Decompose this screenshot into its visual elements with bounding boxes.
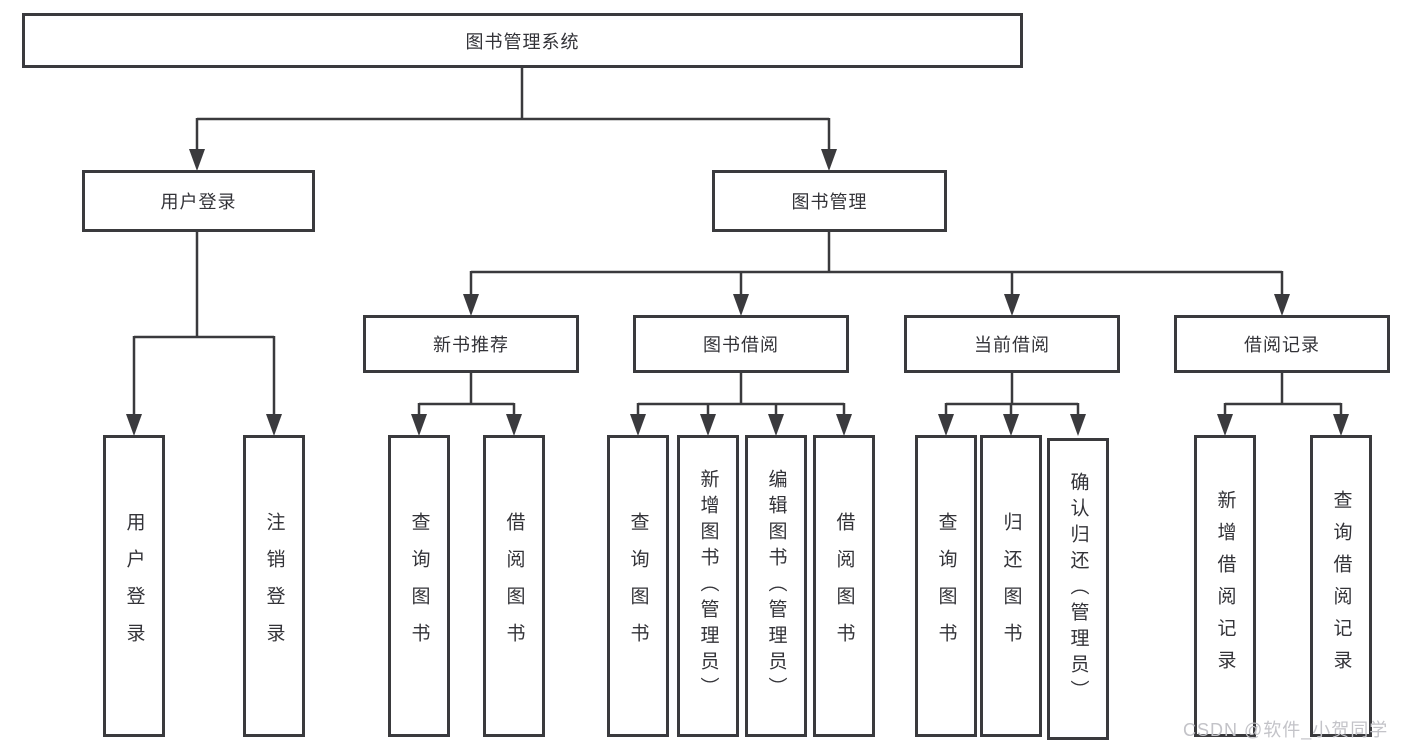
leaf-logout: 注销登录 <box>243 435 305 737</box>
node-user-login: 用户登录 <box>82 170 315 232</box>
leaf-user-login: 用户登录 <box>103 435 165 737</box>
leaf-newbook-borrow-books: 借阅图书 <box>483 435 545 737</box>
leaf-borrow-borrow-books: 借阅图书 <box>813 435 875 737</box>
leaf-current-query-books: 查询图书 <box>915 435 977 737</box>
leaf-newbook-query-books: 查询图书 <box>388 435 450 737</box>
leaf-borrow-query-books: 查询图书 <box>607 435 669 737</box>
node-current-borrow: 当前借阅 <box>904 315 1120 373</box>
node-root: 图书管理系统 <box>22 13 1023 68</box>
node-book-management: 图书管理 <box>712 170 947 232</box>
node-book-borrow: 图书借阅 <box>633 315 849 373</box>
leaf-borrow-add-books-admin: 新增图书（管理员） <box>677 435 739 737</box>
leaf-records-query-record: 查询借阅记录 <box>1310 435 1372 737</box>
csdn-watermark: CSDN @软件_小贺同学 <box>1183 720 1389 740</box>
leaf-records-add-record: 新增借阅记录 <box>1194 435 1256 737</box>
leaf-borrow-edit-books-admin: 编辑图书（管理员） <box>745 435 807 737</box>
leaf-current-return-books: 归还图书 <box>980 435 1042 737</box>
node-borrow-records: 借阅记录 <box>1174 315 1390 373</box>
leaf-current-confirm-return-admin: 确认归还（管理员） <box>1047 438 1109 740</box>
arrowhead-icons <box>126 149 1349 436</box>
node-new-book-recommend: 新书推荐 <box>363 315 579 373</box>
